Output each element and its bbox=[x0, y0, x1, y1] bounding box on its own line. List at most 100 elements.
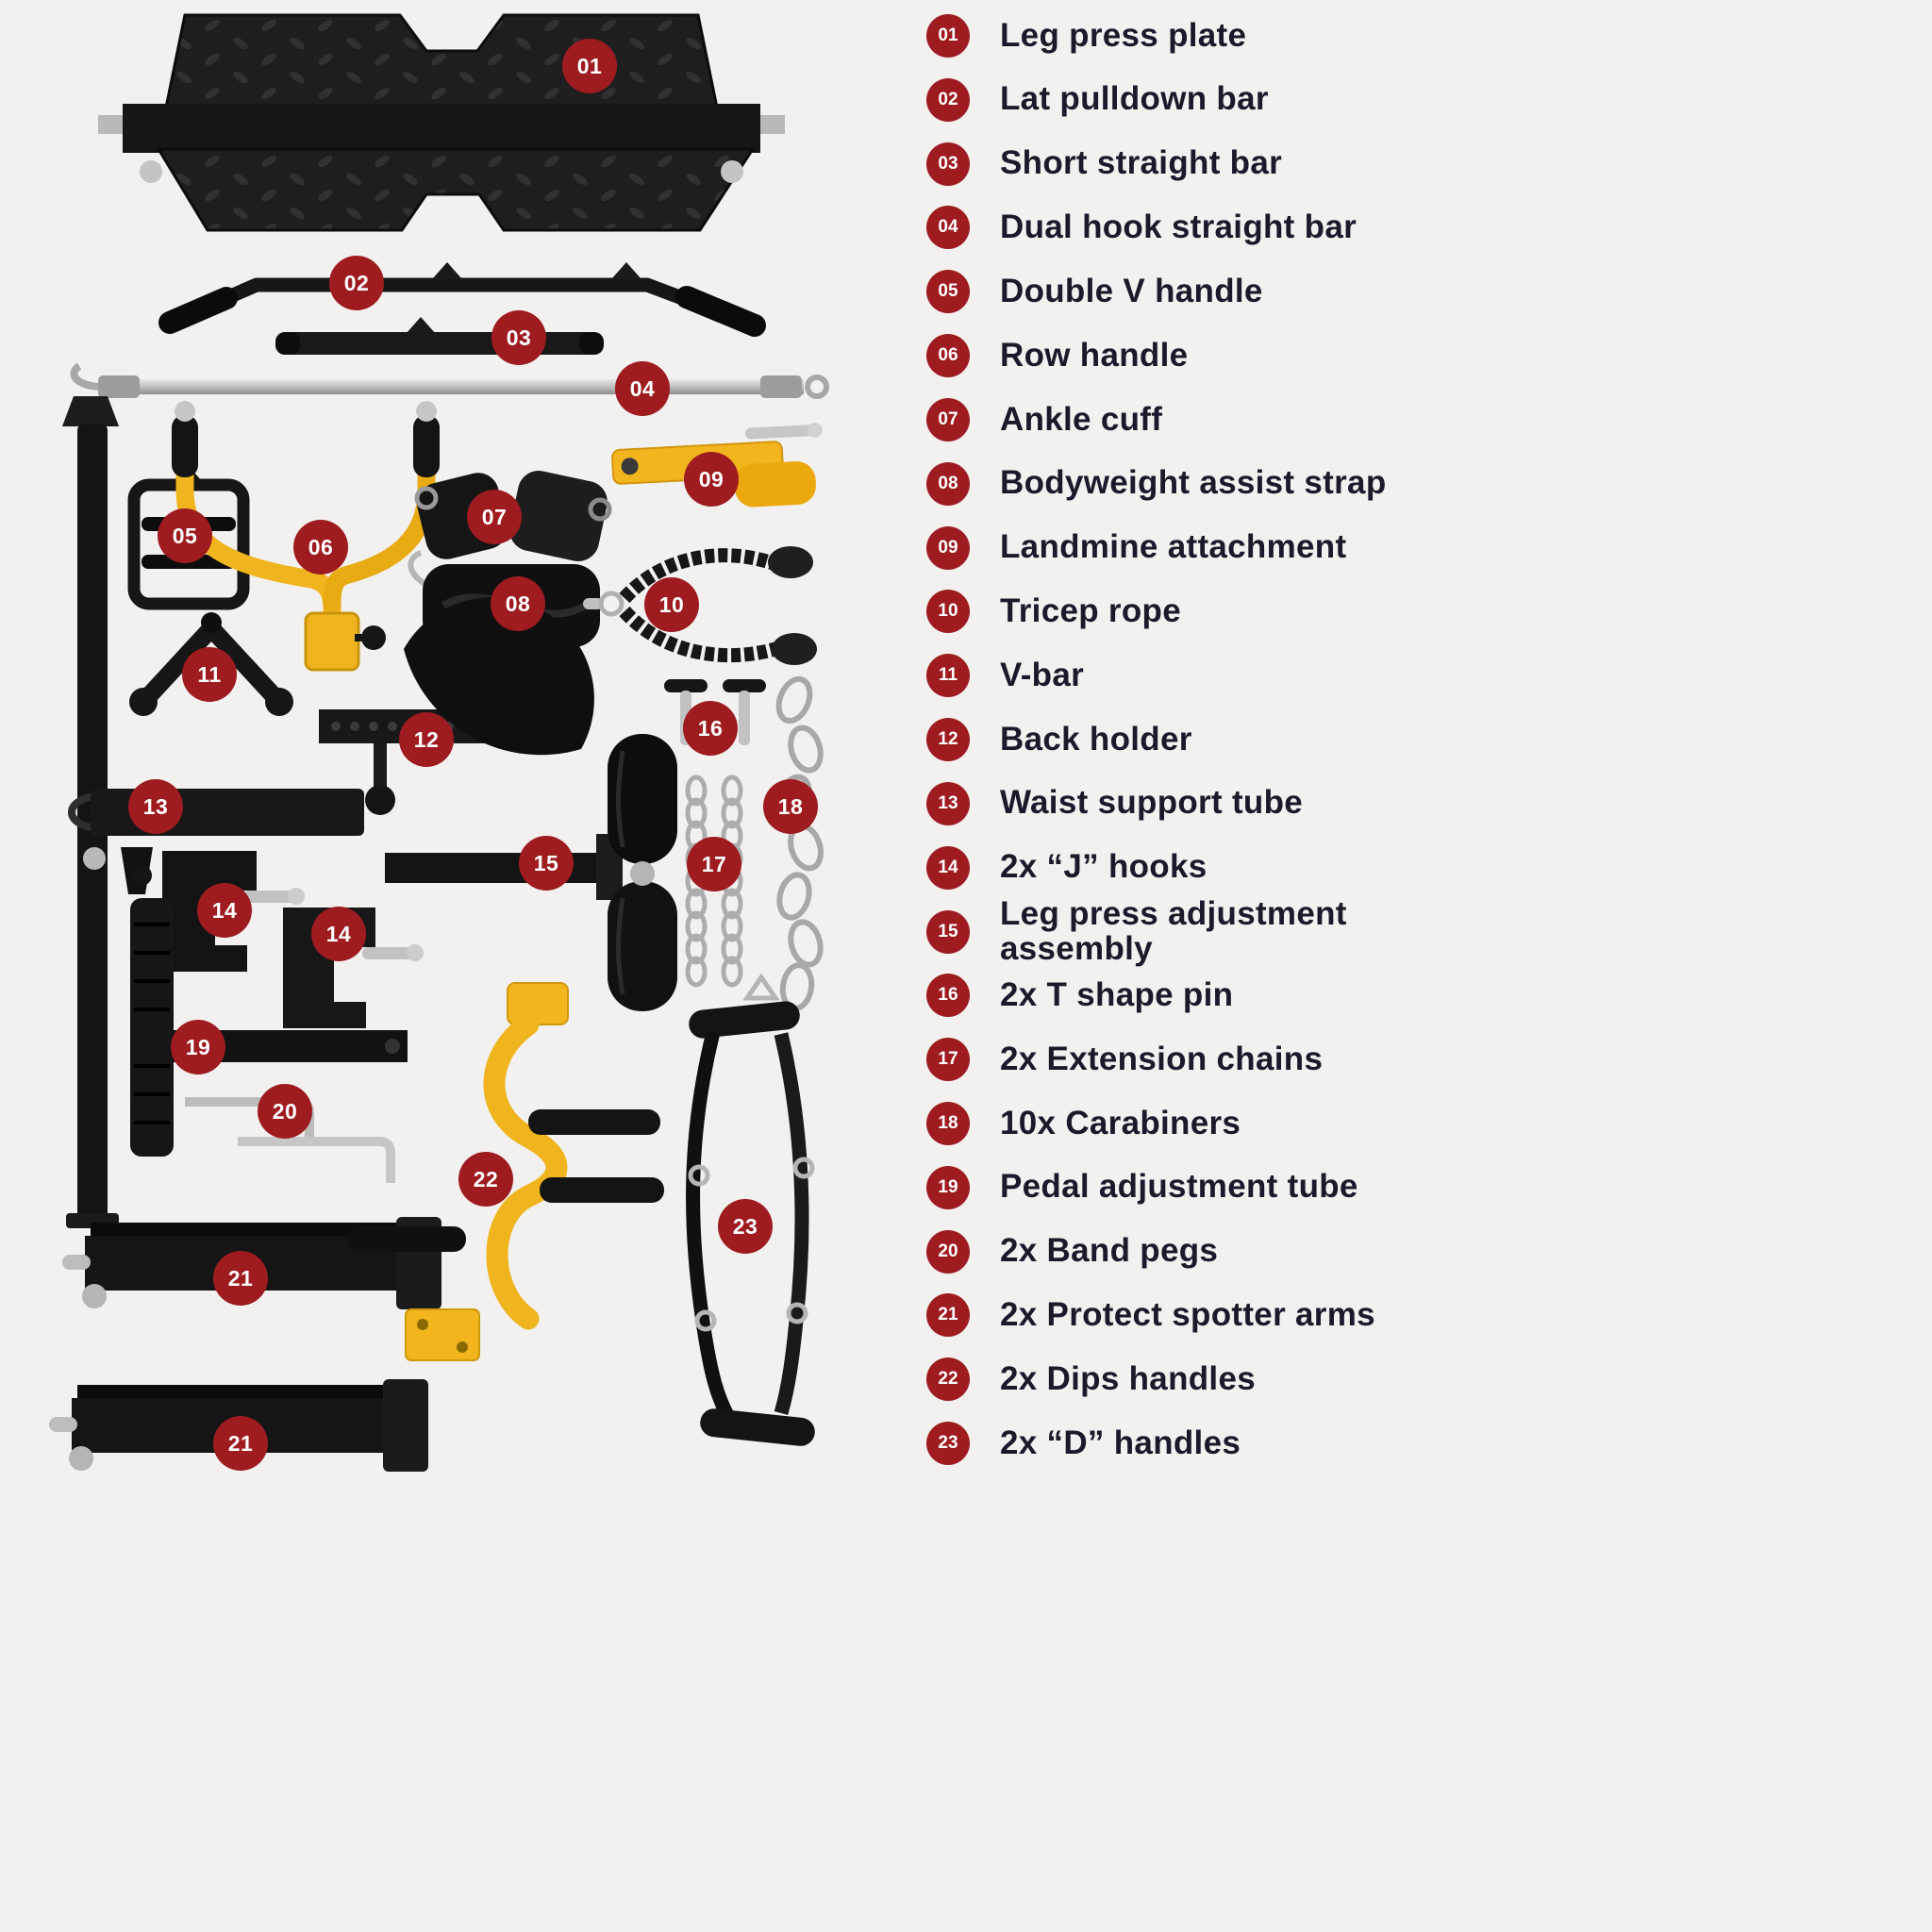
diagram-badge-09: 09 bbox=[684, 452, 739, 507]
legend-item-22: 22 2x Dips handles bbox=[926, 1347, 1924, 1411]
legend-badge: 17 bbox=[926, 1038, 970, 1082]
legend-label: Leg press adjustment assembly bbox=[1000, 894, 1347, 967]
legend-badge: 23 bbox=[926, 1422, 970, 1466]
legend-item-21: 21 2x Protect spotter arms bbox=[926, 1284, 1924, 1348]
legend-item-23: 23 2x “D” handles bbox=[926, 1411, 1924, 1475]
legend-badge: 07 bbox=[926, 397, 970, 441]
legend-item-15: 15 Leg press adjustment assembly bbox=[926, 894, 1924, 967]
legend-item-08: 08 Bodyweight assist strap bbox=[926, 452, 1924, 516]
legend-badge: 03 bbox=[926, 142, 970, 186]
legend-list: 01 Leg press plate 02 Lat pulldown bar 03 Sho… bbox=[926, 4, 1924, 1475]
diagram-badge-22: 22 bbox=[458, 1152, 513, 1207]
legend-label: 10x Carabiners bbox=[1000, 1104, 1241, 1141]
legend-label: Short straight bar bbox=[1000, 144, 1283, 182]
diagram-area: 01 02 03 04 05 06 07 08 09 10 11 12 13 1… bbox=[0, 0, 906, 1932]
legend-item-19: 19 Pedal adjustment tube bbox=[926, 1156, 1924, 1220]
dips-handles-illustration bbox=[347, 982, 664, 1361]
j-hooks-illustration bbox=[162, 851, 424, 1028]
legend-label: 2x Dips handles bbox=[1000, 1359, 1256, 1397]
legend-label: Lat pulldown bar bbox=[1000, 80, 1269, 118]
diagram-badge-13: 13 bbox=[128, 779, 183, 834]
diagram-badge-14-a: 14 bbox=[197, 883, 252, 938]
legend-item-09: 09 Landmine attachment bbox=[926, 516, 1924, 580]
legend-label: Row handle bbox=[1000, 336, 1189, 374]
legend-label: 2x “D” handles bbox=[1000, 1424, 1241, 1461]
legend-item-03: 03 Short straight bar bbox=[926, 132, 1924, 196]
diagram-badge-03: 03 bbox=[491, 310, 546, 365]
legend-label: Pedal adjustment tube bbox=[1000, 1168, 1358, 1206]
legend-badge: 21 bbox=[926, 1293, 970, 1338]
legend-item-20: 20 2x Band pegs bbox=[926, 1220, 1924, 1284]
diagram-badge-12: 12 bbox=[399, 712, 454, 767]
legend-item-01: 01 Leg press plate bbox=[926, 4, 1924, 68]
legend-item-13: 13 Waist support tube bbox=[926, 772, 1924, 836]
legend-label: Bodyweight assist strap bbox=[1000, 464, 1387, 502]
legend-label: 2x T shape pin bbox=[1000, 975, 1234, 1013]
leg-press-assembly-illustration bbox=[385, 734, 677, 1011]
legend-item-17: 17 2x Extension chains bbox=[926, 1027, 1924, 1091]
legend-badge: 13 bbox=[926, 781, 970, 825]
diagram-badge-19: 19 bbox=[171, 1020, 225, 1074]
legend-label: Leg press plate bbox=[1000, 16, 1247, 54]
short-straight-bar-illustration bbox=[275, 317, 604, 355]
legend-badge: 15 bbox=[926, 909, 970, 954]
diagram-badge-10: 10 bbox=[644, 577, 699, 632]
legend-badge: 01 bbox=[926, 13, 970, 58]
legend-label: Back holder bbox=[1000, 720, 1192, 758]
diagram-badge-16: 16 bbox=[683, 701, 738, 756]
dual-hook-straight-bar-illustration bbox=[70, 362, 829, 399]
legend-item-16: 16 2x T shape pin bbox=[926, 963, 1924, 1027]
legend-label: Waist support tube bbox=[1000, 784, 1304, 822]
diagram-badge-21-b: 21 bbox=[213, 1416, 268, 1471]
diagram-badge-14-b: 14 bbox=[311, 907, 366, 961]
legend-item-04: 04 Dual hook straight bar bbox=[926, 195, 1924, 259]
legend-badge: 04 bbox=[926, 206, 970, 250]
diagram-badge-07: 07 bbox=[467, 490, 522, 544]
legend-item-07: 07 Ankle cuff bbox=[926, 388, 1924, 452]
legend-item-14: 14 2x “J” hooks bbox=[926, 836, 1924, 900]
diagram-badge-02: 02 bbox=[329, 256, 384, 310]
legend-badge: 22 bbox=[926, 1357, 970, 1402]
legend-label: Dual hook straight bar bbox=[1000, 208, 1357, 246]
legend-badge: 18 bbox=[926, 1101, 970, 1145]
carabiners-illustration bbox=[773, 675, 825, 1010]
legend-badge: 20 bbox=[926, 1229, 970, 1274]
back-holder-illustration bbox=[319, 597, 594, 815]
legend-badge: 12 bbox=[926, 718, 970, 762]
legend-badge: 16 bbox=[926, 974, 970, 1018]
legend-label: Landmine attachment bbox=[1000, 528, 1347, 566]
leg-press-plate-illustration bbox=[98, 13, 785, 232]
legend-badge: 19 bbox=[926, 1165, 970, 1209]
legend-badge: 10 bbox=[926, 590, 970, 634]
legend-label: 2x Protect spotter arms bbox=[1000, 1296, 1375, 1334]
legend-label: 2x Band pegs bbox=[1000, 1232, 1219, 1270]
legend-badge: 06 bbox=[926, 334, 970, 378]
legend-label: 2x Extension chains bbox=[1000, 1040, 1324, 1077]
legend-badge: 02 bbox=[926, 77, 970, 122]
legend-badge: 14 bbox=[926, 845, 970, 890]
legend-badge: 11 bbox=[926, 654, 970, 698]
legend-badge: 08 bbox=[926, 461, 970, 506]
diagram-badge-15: 15 bbox=[519, 836, 574, 891]
diagram-badge-08: 08 bbox=[491, 576, 545, 631]
diagram-badge-01: 01 bbox=[562, 39, 617, 93]
legend-item-06: 06 Row handle bbox=[926, 324, 1924, 388]
legend-label: 2x “J” hooks bbox=[1000, 848, 1208, 886]
diagram-badge-17: 17 bbox=[687, 837, 741, 891]
tricep-rope-illustration bbox=[583, 546, 817, 665]
legend-label: Ankle cuff bbox=[1000, 400, 1163, 438]
diagram-badge-05: 05 bbox=[158, 508, 212, 563]
legend-badge: 05 bbox=[926, 270, 970, 314]
v-bar-illustration bbox=[129, 612, 293, 716]
legend-item-12: 12 Back holder bbox=[926, 708, 1924, 772]
diagram-badge-06: 06 bbox=[293, 520, 348, 575]
legend-label: V-bar bbox=[1000, 656, 1085, 693]
diagram-badge-11: 11 bbox=[182, 647, 237, 702]
legend-badge: 09 bbox=[926, 525, 970, 570]
legend-item-18: 18 10x Carabiners bbox=[926, 1091, 1924, 1156]
diagram-badge-20: 20 bbox=[258, 1084, 312, 1139]
diagram-badge-04: 04 bbox=[615, 361, 670, 416]
